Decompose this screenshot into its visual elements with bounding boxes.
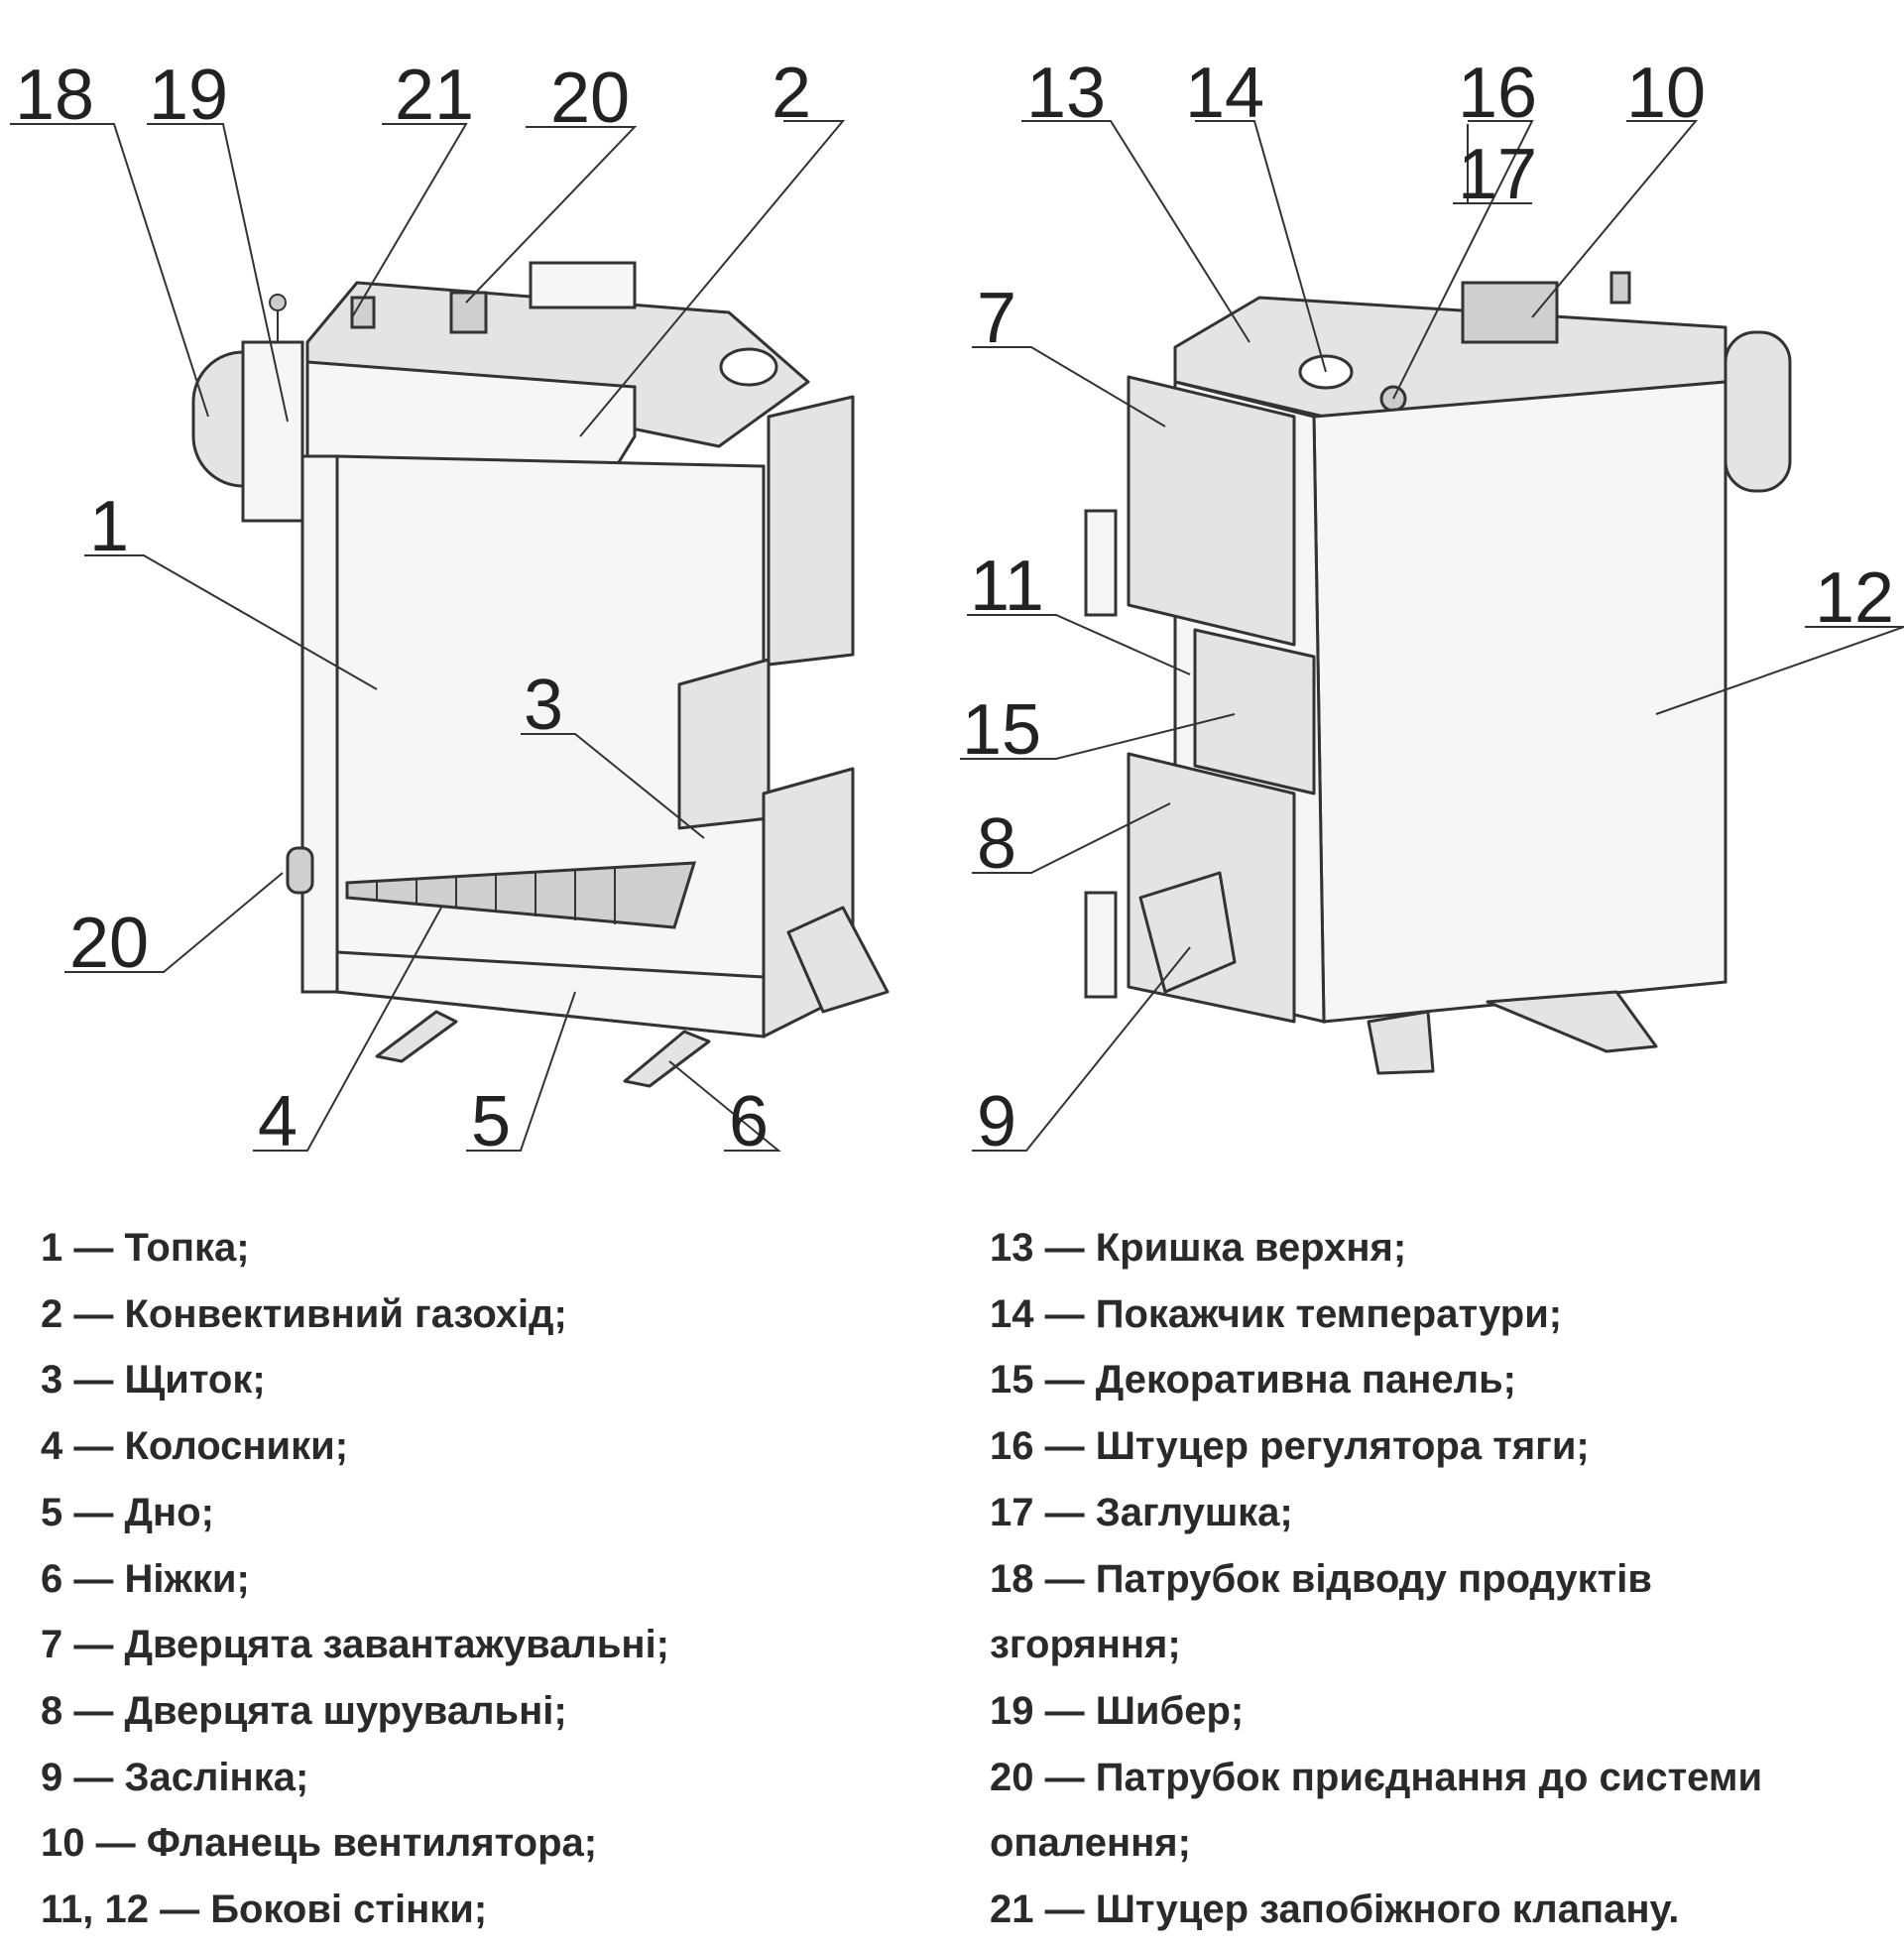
- bottom: [335, 950, 766, 1038]
- legend-left-column: 1 — Топка; 2 — Конвективний газохід; 3 —…: [41, 1215, 669, 1943]
- boiler-diagram: 18 19 21 20 2 13 14 16 17 10 7 1 11 12 3…: [10, 54, 1904, 1161]
- legend-item: 5 — Дно;: [41, 1490, 214, 1534]
- legend-item: 20 — Патрубок приєднання до системи: [990, 1755, 1763, 1799]
- callout-1: 1: [89, 487, 129, 566]
- legend-right-column: 13 — Кришка верхня; 14 — Покажчик темпер…: [990, 1215, 1762, 1943]
- ash-flap: [786, 906, 890, 1014]
- callout-12: 12: [1815, 558, 1894, 638]
- leg-right: [1486, 990, 1658, 1053]
- callout-7: 7: [977, 279, 1016, 358]
- decorative-panel: [1193, 628, 1316, 795]
- callout-6: 6: [729, 1082, 769, 1161]
- legend-item: 18 — Патрубок відводу продуктів: [990, 1556, 1652, 1601]
- legend-item: 17 — Заглушка;: [990, 1490, 1293, 1534]
- return-pipe: [286, 846, 314, 895]
- legend-item: 13 — Кришка верхня;: [990, 1226, 1407, 1270]
- flue-pipe-right: [1724, 330, 1792, 493]
- legend-item: 16 — Штуцер регулятора тяги;: [990, 1424, 1590, 1469]
- leg-right: [1367, 1010, 1435, 1075]
- left-wall: [300, 454, 339, 994]
- damper-housing: [241, 340, 304, 523]
- legend-item: 6 — Ніжки;: [41, 1556, 250, 1601]
- legend-item: 11, 12 — Бокові стінки;: [41, 1888, 488, 1932]
- door-handle: [1084, 891, 1118, 999]
- legend-item: згоряння;: [990, 1623, 1181, 1667]
- callout-10: 10: [1626, 54, 1706, 133]
- shield: [677, 658, 771, 830]
- callout-9: 9: [977, 1082, 1016, 1161]
- callout-3: 3: [524, 666, 563, 745]
- leg: [375, 1010, 458, 1063]
- top-handle: [529, 261, 637, 309]
- callout-17: 17: [1458, 135, 1537, 214]
- callout-11: 11: [970, 547, 1044, 626]
- callout-20-bottom: 20: [69, 904, 149, 983]
- loading-door-open: [767, 395, 855, 667]
- legend-item: 9 — Заслінка;: [41, 1755, 309, 1799]
- legend-item: опалення;: [990, 1821, 1191, 1866]
- callout-18: 18: [15, 56, 94, 135]
- legend-item: 3 — Щиток;: [41, 1358, 266, 1402]
- callout-labels: 18 19 21 20 2 13 14 16 17 10 7 1 11 12 3…: [15, 54, 1894, 1161]
- boiler-cutaway-view: [191, 261, 890, 1088]
- side-wall-12: [1312, 380, 1727, 1024]
- damper-flap: [1138, 871, 1237, 994]
- legend-item: 8 — Дверцята шурувальні;: [41, 1688, 567, 1733]
- legend-item: 2 — Конвективний газохід;: [41, 1291, 567, 1336]
- callout-19: 19: [149, 56, 228, 135]
- legend-item: 1 — Топка;: [41, 1226, 250, 1270]
- callout-4: 4: [258, 1082, 298, 1161]
- callout-15: 15: [962, 690, 1041, 770]
- leg: [623, 1030, 711, 1088]
- callout-5: 5: [471, 1082, 511, 1161]
- callout-16: 16: [1458, 54, 1537, 133]
- legend-item: 14 — Покажчик температури;: [990, 1291, 1563, 1336]
- boiler-closed-view: [1084, 271, 1792, 1075]
- leader-lines: [10, 120, 1904, 1152]
- callout-20-top: 20: [550, 59, 630, 138]
- legend-item: 7 — Дверцята завантажувальні;: [41, 1623, 670, 1667]
- door-handle: [1084, 509, 1118, 617]
- callout-13: 13: [1026, 54, 1106, 133]
- legend-item: 19 — Шибер;: [990, 1688, 1245, 1733]
- draft-regulator-fitting: [1609, 271, 1631, 305]
- legend-item: 10 — Фланець вентилятора;: [41, 1821, 598, 1866]
- callout-14: 14: [1185, 54, 1264, 133]
- callout-21: 21: [395, 56, 474, 135]
- legend-item: 15 — Декоративна панель;: [990, 1358, 1516, 1402]
- legend-item: 21 — Штуцер запобіжного клапану.: [990, 1888, 1680, 1932]
- legend-item: 4 — Колосники;: [41, 1424, 349, 1469]
- fan-flange: [1461, 281, 1559, 344]
- callout-8: 8: [977, 804, 1016, 884]
- grate-bars: [345, 861, 697, 929]
- loading-door: [1127, 375, 1296, 647]
- callout-2: 2: [772, 54, 811, 133]
